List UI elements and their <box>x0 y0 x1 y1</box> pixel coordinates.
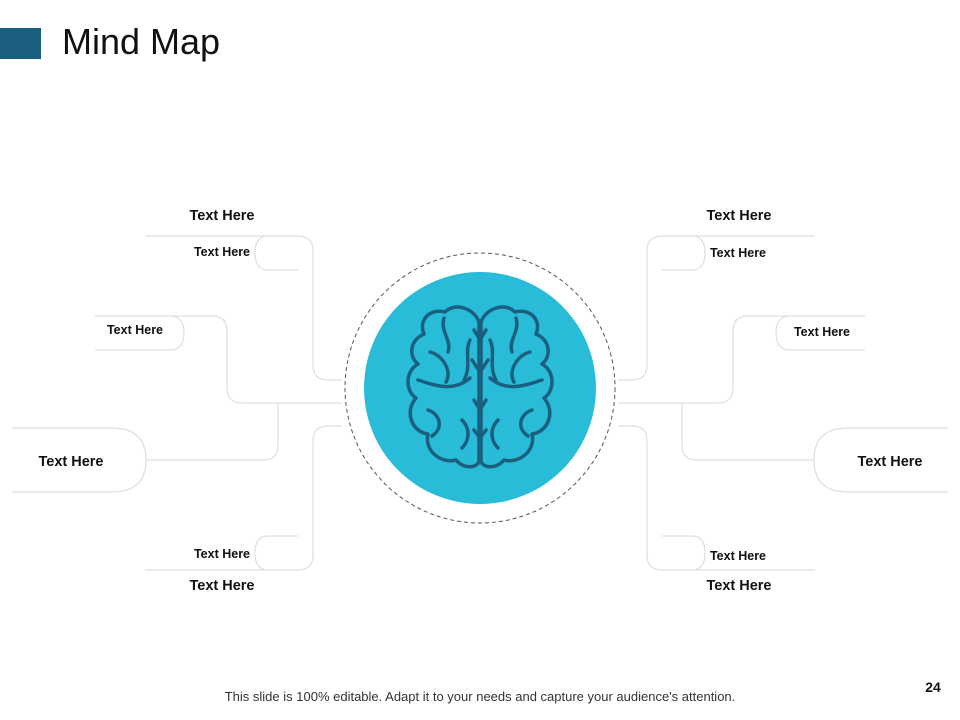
left-bottom-item: Text Here <box>193 547 251 561</box>
connector-left-middle-pill <box>12 427 147 493</box>
right-middle-heading: Text Here <box>857 454 923 470</box>
connector-right-upper <box>618 315 865 404</box>
footer-note: This slide is 100% editable. Adapt it to… <box>224 689 736 704</box>
connector-right-top <box>618 235 815 381</box>
right-top-item: Text Here <box>709 246 767 260</box>
connector-left-top-item <box>254 235 298 271</box>
right-top-heading: Text Here <box>706 208 772 224</box>
connector-right-middle-pill <box>813 427 948 493</box>
right-bottom-item: Text Here <box>709 549 767 563</box>
connector-right-upper-item <box>775 315 865 351</box>
connector-left-upper-item <box>95 315 185 351</box>
brain-icon <box>406 305 554 469</box>
left-bottom-heading: Text Here <box>189 578 255 594</box>
left-top-heading: Text Here <box>189 208 255 224</box>
connector-left-middle <box>146 403 279 461</box>
connector-left-top <box>145 235 342 381</box>
connector-left-bottom-item <box>254 535 298 571</box>
slide-title: Mind Map <box>62 21 221 62</box>
right-upper-item: Text Here <box>793 325 851 339</box>
page-number: 24 <box>925 679 941 695</box>
left-top-item: Text Here <box>193 245 251 259</box>
connector-right-bottom-item <box>662 535 706 571</box>
connector-left-upper <box>95 315 342 404</box>
connector-right-bottom <box>618 425 815 571</box>
title-accent-bar <box>0 28 41 59</box>
left-middle-heading: Text Here <box>38 454 104 470</box>
left-upper-item: Text Here <box>106 323 164 337</box>
dashed-ring <box>344 252 616 524</box>
connector-left-bottom <box>145 425 342 571</box>
connector-right-top-item <box>662 235 706 271</box>
connector-lines <box>12 235 948 571</box>
connector-right-middle <box>681 403 814 461</box>
right-bottom-heading: Text Here <box>706 578 772 594</box>
